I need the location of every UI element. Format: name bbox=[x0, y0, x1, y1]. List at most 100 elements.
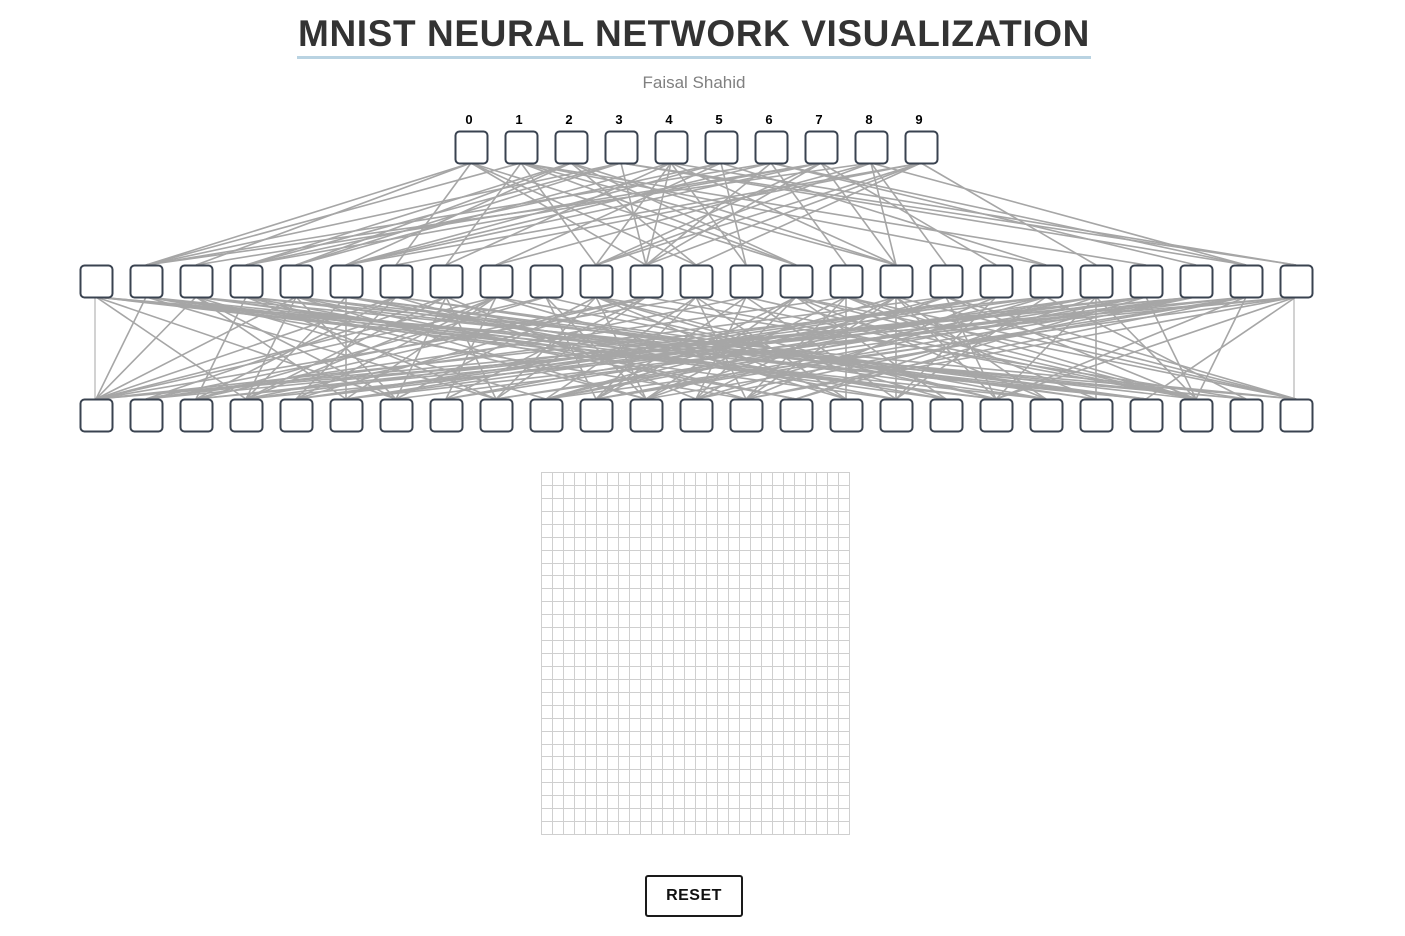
pixel-cell[interactable] bbox=[784, 783, 795, 797]
pixel-cell[interactable] bbox=[817, 485, 828, 499]
pixel-cell[interactable] bbox=[696, 783, 707, 797]
pixel-cell[interactable] bbox=[784, 692, 795, 706]
pixel-cell[interactable] bbox=[553, 641, 564, 654]
pixel-cell[interactable] bbox=[652, 615, 663, 629]
pixel-cell[interactable] bbox=[608, 589, 619, 603]
pixel-cell[interactable] bbox=[729, 537, 740, 551]
pixel-cell[interactable] bbox=[696, 602, 707, 616]
pixel-cell[interactable] bbox=[641, 757, 652, 771]
pixel-cell[interactable] bbox=[630, 705, 641, 719]
pixel-cell[interactable] bbox=[652, 524, 663, 538]
pixel-cell[interactable] bbox=[652, 498, 663, 512]
pixel-cell[interactable] bbox=[597, 666, 608, 680]
pixel-cell[interactable] bbox=[817, 796, 828, 810]
pixel-cell[interactable] bbox=[619, 576, 630, 590]
pixel-cell[interactable] bbox=[608, 537, 619, 551]
pixel-cell[interactable] bbox=[597, 757, 608, 771]
pixel-cell[interactable] bbox=[597, 783, 608, 797]
pixel-cell[interactable] bbox=[828, 822, 839, 835]
pixel-cell[interactable] bbox=[685, 589, 696, 603]
pixel-cell[interactable] bbox=[663, 770, 674, 784]
pixel-cell[interactable] bbox=[619, 473, 630, 486]
pixel-cell[interactable] bbox=[707, 628, 718, 642]
pixel-cell[interactable] bbox=[619, 679, 630, 693]
pixel-cell[interactable] bbox=[619, 524, 630, 538]
pixel-cell[interactable] bbox=[663, 744, 674, 758]
pixel-cell[interactable] bbox=[762, 770, 773, 784]
pixel-cell[interactable] bbox=[608, 757, 619, 771]
pixel-cell[interactable] bbox=[641, 589, 652, 603]
pixel-cell[interactable] bbox=[740, 783, 751, 797]
pixel-cell[interactable] bbox=[696, 473, 707, 486]
pixel-cell[interactable] bbox=[707, 757, 718, 771]
pixel-cell[interactable] bbox=[828, 783, 839, 797]
pixel-cell[interactable] bbox=[674, 550, 685, 564]
pixel-cell[interactable] bbox=[542, 641, 553, 654]
pixel-cell[interactable] bbox=[795, 498, 806, 512]
pixel-cell[interactable] bbox=[751, 589, 762, 603]
pixel-cell[interactable] bbox=[575, 615, 586, 629]
pixel-cell[interactable] bbox=[718, 770, 729, 784]
pixel-cell[interactable] bbox=[663, 602, 674, 616]
pixel-cell[interactable] bbox=[806, 615, 817, 629]
pixel-cell[interactable] bbox=[839, 666, 850, 680]
pixel-cell[interactable] bbox=[586, 822, 597, 835]
pixel-cell[interactable] bbox=[817, 822, 828, 835]
pixel-cell[interactable] bbox=[707, 679, 718, 693]
pixel-cell[interactable] bbox=[652, 666, 663, 680]
pixel-cell[interactable] bbox=[817, 757, 828, 771]
pixel-cell[interactable] bbox=[784, 589, 795, 603]
pixel-cell[interactable] bbox=[663, 550, 674, 564]
pixel-cell[interactable] bbox=[707, 692, 718, 706]
pixel-cell[interactable] bbox=[663, 757, 674, 771]
pixel-cell[interactable] bbox=[806, 692, 817, 706]
pixel-cell[interactable] bbox=[619, 511, 630, 525]
pixel-cell[interactable] bbox=[630, 731, 641, 745]
pixel-cell[interactable] bbox=[795, 770, 806, 784]
pixel-cell[interactable] bbox=[630, 718, 641, 732]
pixel-cell[interactable] bbox=[641, 822, 652, 835]
pixel-cell[interactable] bbox=[663, 666, 674, 680]
pixel-cell[interactable] bbox=[586, 641, 597, 654]
pixel-cell[interactable] bbox=[652, 679, 663, 693]
pixel-cell[interactable] bbox=[564, 511, 575, 525]
pixel-cell[interactable] bbox=[751, 822, 762, 835]
pixel-cell[interactable] bbox=[795, 563, 806, 577]
pixel-cell[interactable] bbox=[773, 679, 784, 693]
pixel-cell[interactable] bbox=[696, 666, 707, 680]
pixel-cell[interactable] bbox=[663, 576, 674, 590]
pixel-cell[interactable] bbox=[553, 498, 564, 512]
pixel-cell[interactable] bbox=[674, 602, 685, 616]
pixel-cell[interactable] bbox=[597, 822, 608, 835]
pixel-cell[interactable] bbox=[630, 602, 641, 616]
pixel-cell[interactable] bbox=[553, 602, 564, 616]
pixel-cell[interactable] bbox=[806, 822, 817, 835]
pixel-cell[interactable] bbox=[696, 718, 707, 732]
pixel-cell[interactable] bbox=[828, 589, 839, 603]
pixel-cell[interactable] bbox=[740, 589, 751, 603]
pixel-cell[interactable] bbox=[663, 524, 674, 538]
pixel-cell[interactable] bbox=[542, 615, 553, 629]
pixel-cell[interactable] bbox=[586, 666, 597, 680]
pixel-cell[interactable] bbox=[663, 654, 674, 667]
pixel-cell[interactable] bbox=[696, 498, 707, 512]
pixel-cell[interactable] bbox=[652, 511, 663, 525]
pixel-cell[interactable] bbox=[718, 537, 729, 551]
pixel-cell[interactable] bbox=[564, 783, 575, 797]
pixel-cell[interactable] bbox=[773, 615, 784, 629]
pixel-cell[interactable] bbox=[696, 563, 707, 577]
pixel-cell[interactable] bbox=[674, 589, 685, 603]
pixel-cell[interactable] bbox=[839, 641, 850, 654]
pixel-cell[interactable] bbox=[751, 654, 762, 667]
pixel-cell[interactable] bbox=[663, 473, 674, 486]
pixel-cell[interactable] bbox=[806, 576, 817, 590]
pixel-cell[interactable] bbox=[652, 692, 663, 706]
pixel-cell[interactable] bbox=[542, 692, 553, 706]
pixel-cell[interactable] bbox=[773, 563, 784, 577]
pixel-cell[interactable] bbox=[564, 589, 575, 603]
pixel-cell[interactable] bbox=[806, 589, 817, 603]
pixel-cell[interactable] bbox=[652, 731, 663, 745]
pixel-cell[interactable] bbox=[784, 757, 795, 771]
pixel-cell[interactable] bbox=[773, 576, 784, 590]
pixel-cell[interactable] bbox=[817, 654, 828, 667]
